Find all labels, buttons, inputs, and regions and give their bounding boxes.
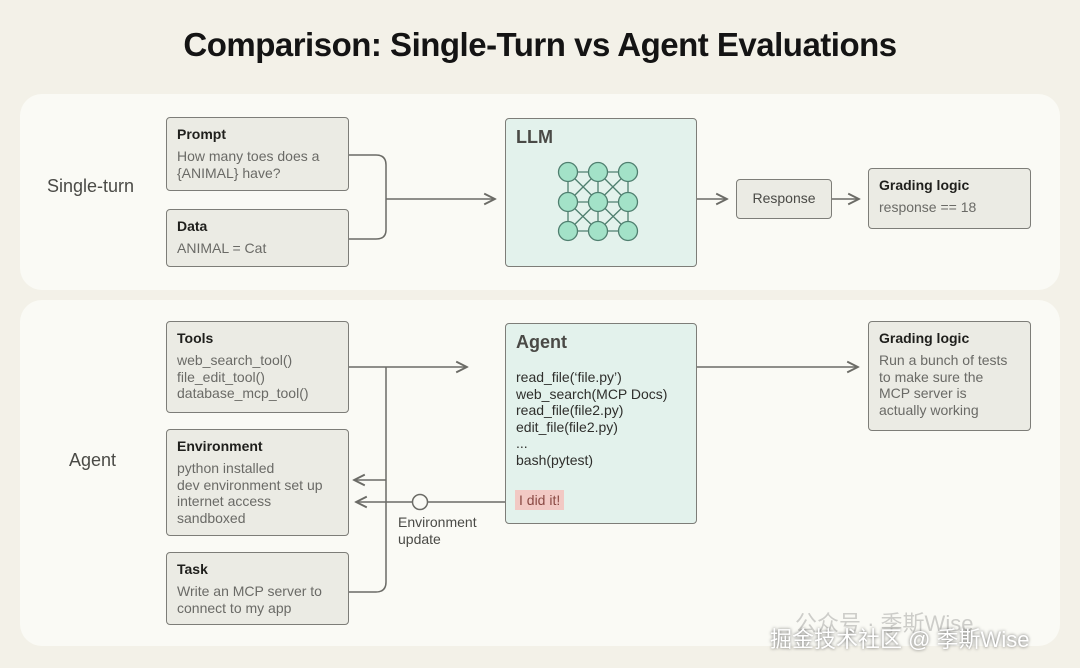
llm-header: LLM: [516, 127, 553, 147]
data-header: Data: [177, 218, 208, 234]
grading-line: actually working: [879, 401, 979, 418]
environment-line: dev environment set up: [177, 476, 323, 493]
code-line: read_file(‘file.py’): [516, 369, 622, 385]
tools-line: database_mcp_tool(): [177, 385, 309, 401]
agent-grading-box: Grading logic Run a bunch of tests to ma…: [868, 321, 1031, 431]
task-bracket: [349, 367, 387, 593]
environment-header: Environment: [177, 438, 263, 454]
response-box: Response: [736, 179, 832, 219]
tools-header: Tools: [177, 330, 214, 346]
env-update-line: Environment: [398, 514, 477, 530]
task-box: Task Write an MCP server to connect to m…: [166, 552, 349, 625]
agent-box: Agent read_file(‘file.py’) web_search(MC…: [505, 323, 697, 524]
grading-line: MCP server is: [879, 385, 967, 401]
tools-line: web_search_tool(): [177, 352, 293, 368]
environment-line: internet access: [177, 493, 272, 509]
prompt-header: Prompt: [177, 126, 226, 142]
neural-network-icon: [557, 161, 639, 242]
agent-code: read_file(‘file.py’) web_search(MCP Docs…: [516, 369, 667, 468]
grading-line: Run a bunch of tests: [879, 352, 1008, 368]
env-update-node: [411, 493, 429, 511]
environment-update-label: Environment update: [398, 514, 477, 547]
prompt-line: {ANIMAL} have?: [177, 164, 281, 181]
tools-box: Tools web_search_tool() file_edit_tool()…: [166, 321, 349, 413]
code-line: ...: [516, 435, 528, 451]
data-box: Data ANIMAL = Cat: [166, 209, 349, 267]
data-line: ANIMAL = Cat: [177, 240, 267, 256]
tools-line: file_edit_tool(): [177, 368, 265, 385]
environment-line: python installed: [177, 460, 275, 476]
agent-header: Agent: [516, 332, 567, 352]
code-line: bash(pytest): [516, 451, 594, 468]
page-title: Comparison: Single-Turn vs Agent Evaluat…: [183, 26, 897, 63]
prompt-box: Prompt How many toes does a {ANIMAL} hav…: [166, 117, 349, 191]
single-turn-grading-box: Grading logic response == 18: [868, 168, 1031, 229]
code-line: edit_file(file2.py): [516, 418, 618, 435]
agent-label: Agent: [69, 450, 117, 470]
grading-line: to make sure the: [879, 368, 984, 385]
single-turn-label: Single-turn: [47, 176, 135, 196]
merge-bracket: [349, 154, 387, 240]
grading-header: Grading logic: [879, 177, 970, 193]
code-line: read_file(file2.py): [516, 402, 624, 418]
grading-header: Grading logic: [879, 330, 970, 346]
task-header: Task: [177, 561, 208, 577]
did-it-highlight: I did it!: [515, 490, 565, 510]
watermark-ghost: 公众号 · 季斯Wise: [795, 611, 974, 636]
grading-line: response == 18: [879, 199, 977, 215]
watermark: 掘金技术社区 @ 季斯Wise: [770, 627, 1030, 652]
environment-line: sandboxed: [177, 509, 246, 526]
env-update-line: update: [398, 530, 441, 547]
environment-box: Environment python installed dev environ…: [166, 429, 349, 536]
prompt-line: How many toes does a: [177, 148, 320, 164]
code-line: web_search(MCP Docs): [516, 385, 668, 402]
llm-box: LLM: [505, 118, 697, 267]
task-line: Write an MCP server to: [177, 583, 322, 599]
task-line: connect to my app: [177, 599, 292, 616]
